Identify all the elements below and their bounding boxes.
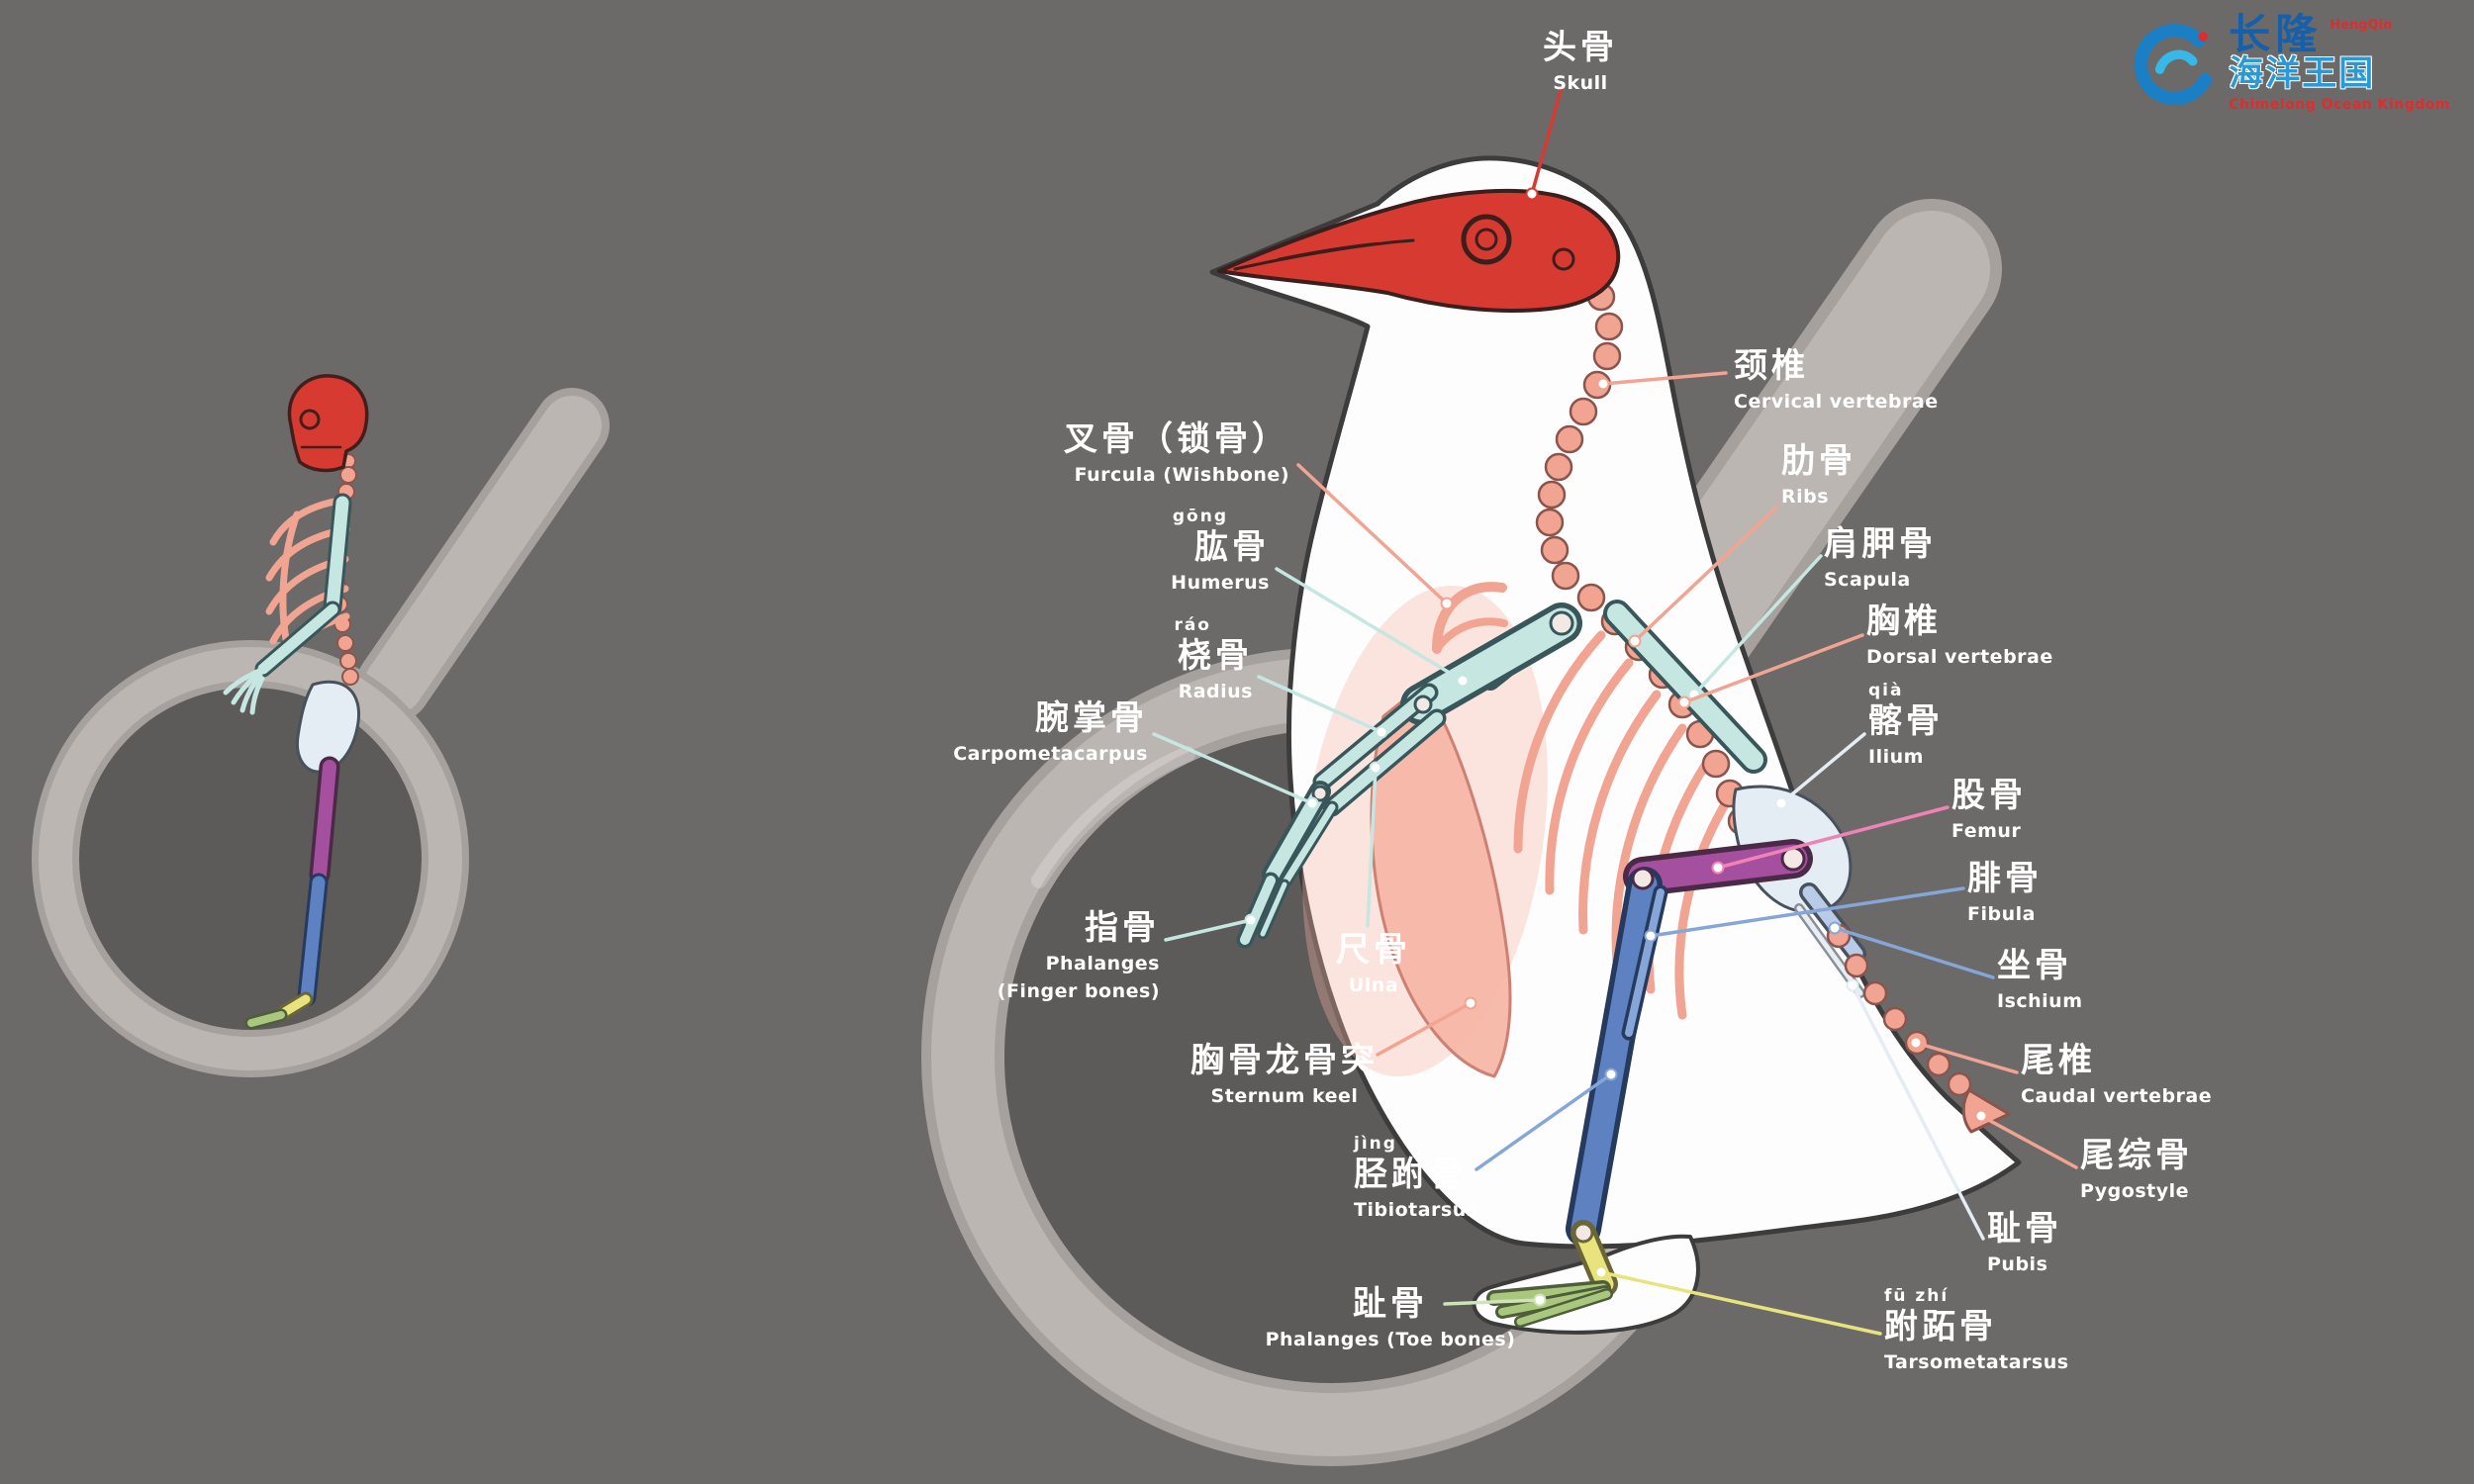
magnifier-large-highlight — [1031, 746, 1195, 888]
penguin-elbow-joint — [1413, 695, 1433, 714]
leader-line-pubis — [1851, 983, 1985, 1241]
logo-brand-cn: 长隆 — [2229, 10, 2323, 58]
leader-dot-femur — [1711, 861, 1725, 875]
leader-line-carpometacarpus — [1152, 732, 1314, 805]
penguin-toe-bones — [1486, 1280, 1613, 1328]
magnifier-small-handle-fill — [364, 396, 602, 714]
human-skull — [287, 374, 369, 473]
penguin-furcula-bone — [1432, 582, 1508, 654]
penguin-skeleton — [1152, 85, 2078, 1336]
leader-dot-skull — [1525, 187, 1539, 201]
human-skeleton — [223, 374, 369, 1030]
human-eye-socket — [299, 409, 321, 430]
leader-line-tibiotarsus — [1475, 1072, 1613, 1171]
leader-line-layer — [1152, 85, 2078, 1336]
leader-dot-furcula — [1440, 597, 1454, 610]
leader-dot-tibiotarsus — [1604, 1067, 1618, 1081]
leader-dot-radius — [1375, 725, 1388, 739]
logo-hengqin-text: HengQin — [2330, 18, 2393, 33]
penguin-skull-bone — [1217, 188, 1621, 314]
logo-park-cn: 海洋王国 — [2229, 54, 2376, 94]
penguin-pubis-bone — [1794, 903, 1865, 998]
leader-line-sternum-keel — [1376, 1001, 1473, 1057]
leader-line-tarsometatarsus — [1599, 1270, 1882, 1336]
leader-dot-phalanges-finger — [1244, 913, 1258, 927]
penguin-ankle-joint — [1572, 1222, 1594, 1244]
leader-line-furcula — [1296, 463, 1449, 605]
leader-line-cervical-vertebrae — [1601, 371, 1728, 386]
leader-line-femur — [1716, 805, 1950, 870]
penguin-knee-joint — [1631, 867, 1655, 890]
logo-park-en: Chimelong Ocean Kingdom — [2229, 96, 2450, 113]
leader-line-ilium — [1779, 732, 1866, 805]
penguin-caudal-vertebrae-bones — [1826, 923, 1972, 1097]
leader-dot-tarsometatarsus — [1594, 1265, 1608, 1279]
leader-dot-carpometacarpus — [1305, 796, 1319, 810]
penguin-pygostyle-bone — [1961, 1088, 2011, 1134]
chimelong-logo: 长隆 HengQin 海洋王国 Chimelong Ocean Kingdom — [2118, 14, 2450, 117]
leader-dot-ulna — [1369, 761, 1382, 775]
leader-line-dorsal-vertebrae — [1682, 633, 1864, 704]
leader-line-phalanges-toe — [1443, 1298, 1542, 1306]
leader-line-phalanges-finger — [1164, 918, 1253, 942]
leader-line-fibula — [1649, 886, 1965, 938]
leader-dot-caudal-vertebrae — [1909, 1036, 1923, 1050]
leader-dot-pygostyle — [1974, 1109, 1988, 1123]
leader-line-ribs — [1633, 505, 1779, 643]
human-hand — [223, 668, 265, 715]
leader-line-scapula — [1692, 554, 1823, 696]
penguin-wing-bones — [1236, 603, 1582, 949]
chimelong-logo-mark-icon — [2134, 24, 2213, 106]
leader-line-ulna — [1366, 766, 1378, 928]
leader-line-pygostyle — [1979, 1114, 2078, 1169]
leader-dot-ilium — [1774, 796, 1788, 810]
penguin-fibula-bone — [1621, 884, 1668, 1041]
penguin-tibiotarsus-bone — [1566, 867, 1663, 1247]
leader-dot-ischium — [1828, 921, 1842, 935]
leader-dot-sternum-keel — [1464, 996, 1477, 1010]
magnifier-small-rim — [39, 647, 462, 1070]
leader-dot-dorsal-vertebrae — [1677, 696, 1691, 709]
leader-dot-humerus — [1456, 674, 1470, 688]
leader-dot-cervical-vertebrae — [1596, 377, 1610, 391]
leader-line-caudal-vertebrae — [1914, 1041, 2019, 1074]
leader-dot-pubis — [1846, 978, 1859, 992]
leader-dot-phalanges-toe — [1533, 1293, 1547, 1307]
penguin-wrist-joint — [1311, 785, 1329, 802]
leader-dot-ribs — [1628, 634, 1642, 648]
penguin-shoulder-joint — [1549, 610, 1574, 636]
leader-line-skull — [1530, 85, 1564, 196]
penguin-eye-socket — [1461, 214, 1512, 265]
human-arm — [223, 493, 352, 715]
penguin-cervical-vertebrae-bones — [1535, 282, 1624, 591]
leader-line-radius — [1257, 675, 1383, 734]
leader-line-ischium — [1833, 926, 1995, 979]
leader-dot-fibula — [1644, 929, 1658, 943]
leader-line-humerus — [1275, 567, 1465, 683]
human-foot — [244, 991, 314, 1030]
